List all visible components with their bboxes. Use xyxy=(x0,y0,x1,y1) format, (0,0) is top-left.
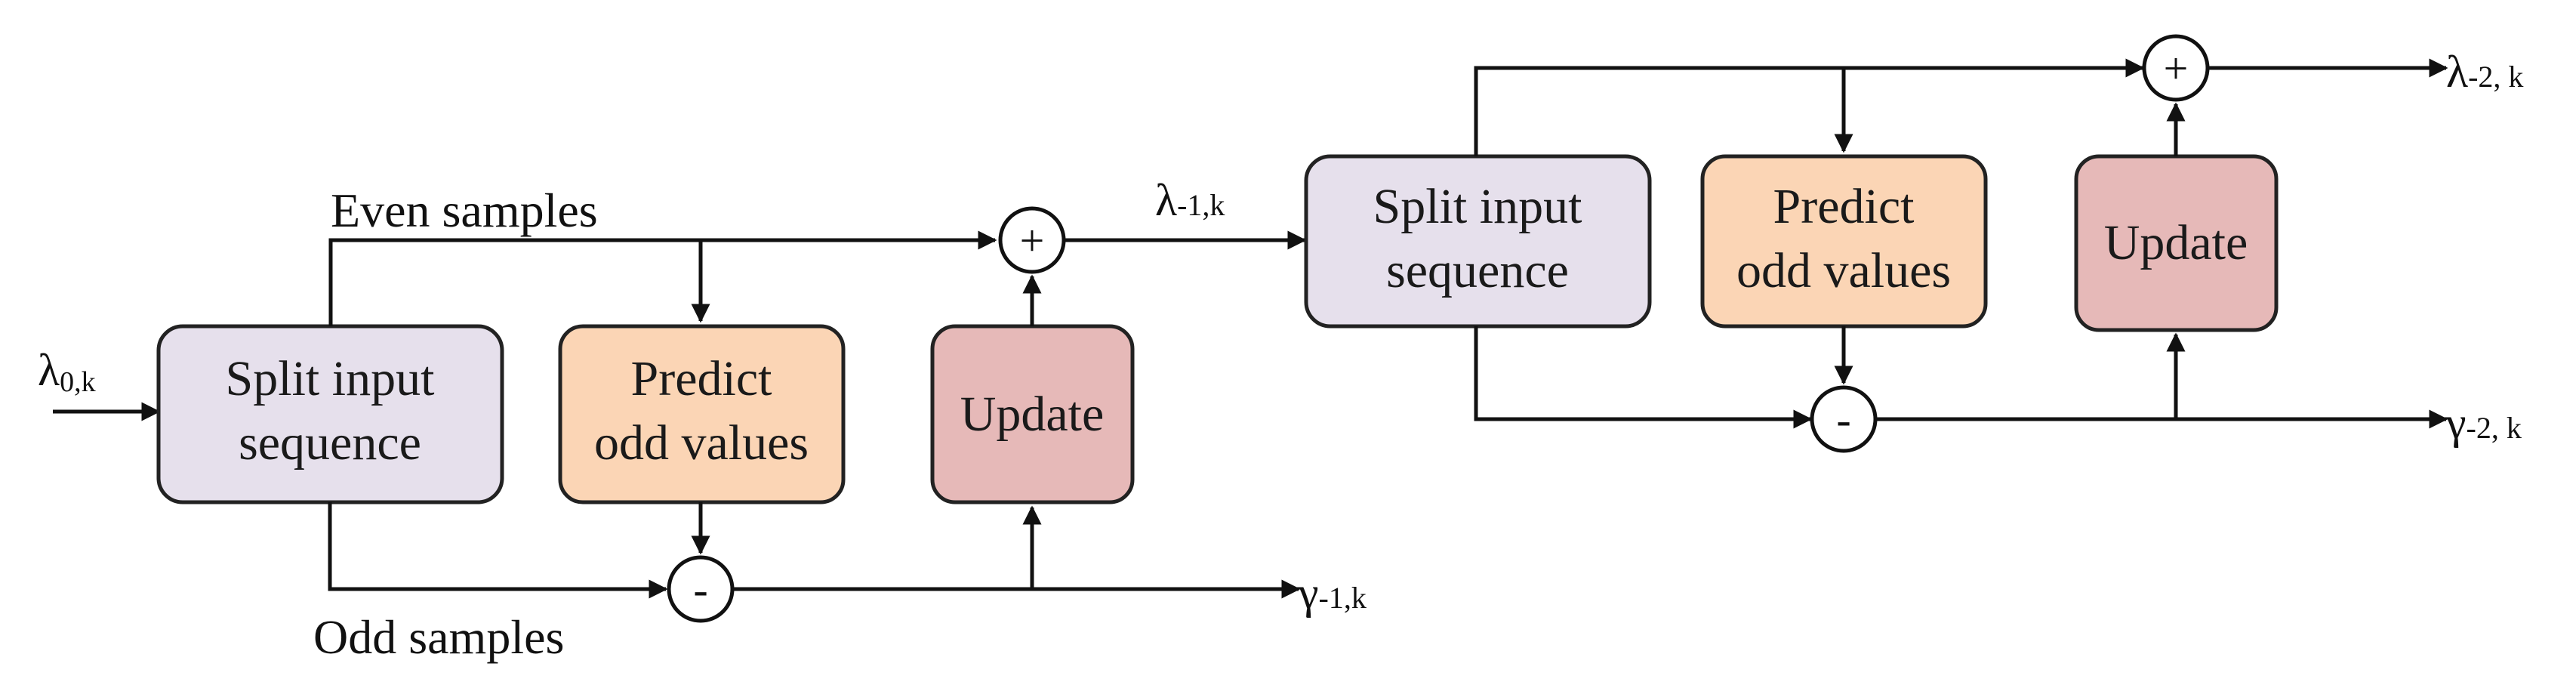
even-wire-2 xyxy=(1474,58,2145,156)
even-samples-label: Even samples xyxy=(331,184,598,237)
stage-2: Split input sequence Predict odd values … xyxy=(1304,34,2523,453)
even-wire xyxy=(328,230,997,326)
predict-box-2-line1: Predict xyxy=(1773,179,1915,234)
split-box-2-line1: Split input xyxy=(1373,179,1582,234)
update-box-2-label: Update xyxy=(2104,215,2248,270)
update-box-1-label: Update xyxy=(960,387,1105,442)
add-node-2-symbol: + xyxy=(2164,44,2189,93)
subtract-node-2-symbol: - xyxy=(1836,395,1850,444)
odd-samples-label: Odd samples xyxy=(313,610,564,664)
predict-box-1-line1: Predict xyxy=(631,351,772,406)
split-box-2-line2: sequence xyxy=(1386,243,1569,298)
predict-box-2-line2: odd values xyxy=(1736,243,1951,298)
odd-wire xyxy=(328,502,668,599)
gamma-1-label: γ-1,k xyxy=(1298,568,1367,618)
lambda-1-label: λ-1,k xyxy=(1155,175,1225,225)
stage-1: λ0,k Split input sequence Even samples O… xyxy=(38,175,1367,664)
add-node-1-symbol: + xyxy=(1020,216,1045,265)
lambda-2-label: λ-2, k xyxy=(2446,47,2523,97)
input-label: λ0,k xyxy=(38,345,96,398)
subtract-node-1-symbol: - xyxy=(693,565,707,614)
odd-wire-2 xyxy=(1474,326,1813,429)
split-box-1-line1: Split input xyxy=(226,351,435,406)
gamma-2-label: γ-2, k xyxy=(2445,398,2522,448)
predict-box-1-line2: odd values xyxy=(594,415,809,470)
split-box-1-line2: sequence xyxy=(239,415,421,470)
